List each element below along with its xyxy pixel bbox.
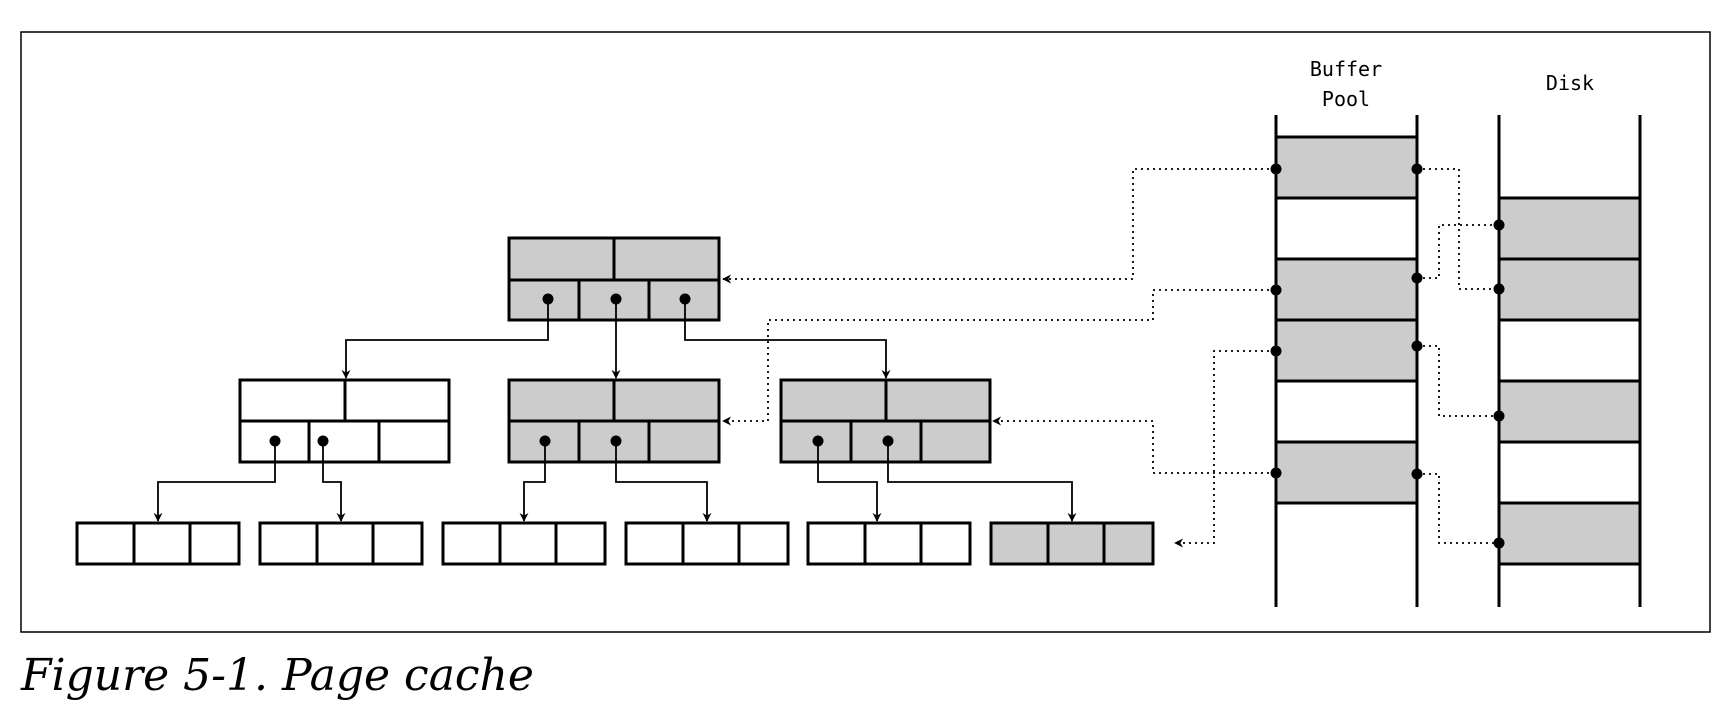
disk-page-4 xyxy=(1497,501,1642,566)
link-dot xyxy=(1270,345,1282,357)
figure-caption: Figure 5-1. Page cache xyxy=(20,650,534,701)
tree-edges xyxy=(153,299,1077,522)
internal-node-1 xyxy=(238,378,451,464)
link-dot xyxy=(1411,340,1423,352)
figure-frame xyxy=(20,31,1711,633)
link-dot xyxy=(1411,468,1423,480)
leaf-node-5 xyxy=(806,521,972,566)
cache-to-tree-links xyxy=(722,163,1282,548)
link-dot xyxy=(1493,283,1505,295)
link-dot xyxy=(1411,272,1423,284)
leaf-node-3 xyxy=(441,521,607,566)
link-dot xyxy=(1411,163,1423,175)
root-node xyxy=(507,236,721,322)
link-dot xyxy=(1493,537,1505,549)
buffer-pool-slot-1 xyxy=(1274,135,1419,200)
buffer-pool-slot-4 xyxy=(1274,440,1419,505)
btree xyxy=(75,236,1155,566)
disk-page-3 xyxy=(1497,379,1642,444)
disk-page-1 xyxy=(1497,196,1642,261)
leaf-node-1 xyxy=(75,521,241,566)
internal-node-3 xyxy=(779,378,992,464)
buffer-pool: Buffer Pool xyxy=(1274,57,1419,607)
link-dot xyxy=(1493,219,1505,231)
link-dot xyxy=(1493,410,1505,422)
link-dot xyxy=(1270,284,1282,296)
link-dot xyxy=(1270,467,1282,479)
internal-node-2 xyxy=(507,378,721,464)
buffer-pool-label-line1: Buffer xyxy=(1310,57,1382,81)
link-dot xyxy=(1270,163,1282,175)
cache-to-disk-links xyxy=(1411,163,1505,549)
buffer-pool-slot-3 xyxy=(1274,318,1419,383)
leaf-node-2 xyxy=(258,521,424,566)
disk: Disk xyxy=(1497,71,1642,607)
leaf-node-4 xyxy=(624,521,790,566)
disk-page-2 xyxy=(1497,257,1642,322)
buffer-pool-slot-2 xyxy=(1274,257,1419,322)
buffer-pool-label-line2: Pool xyxy=(1322,87,1370,111)
leaf-node-6 xyxy=(989,521,1155,566)
disk-label: Disk xyxy=(1546,71,1594,95)
